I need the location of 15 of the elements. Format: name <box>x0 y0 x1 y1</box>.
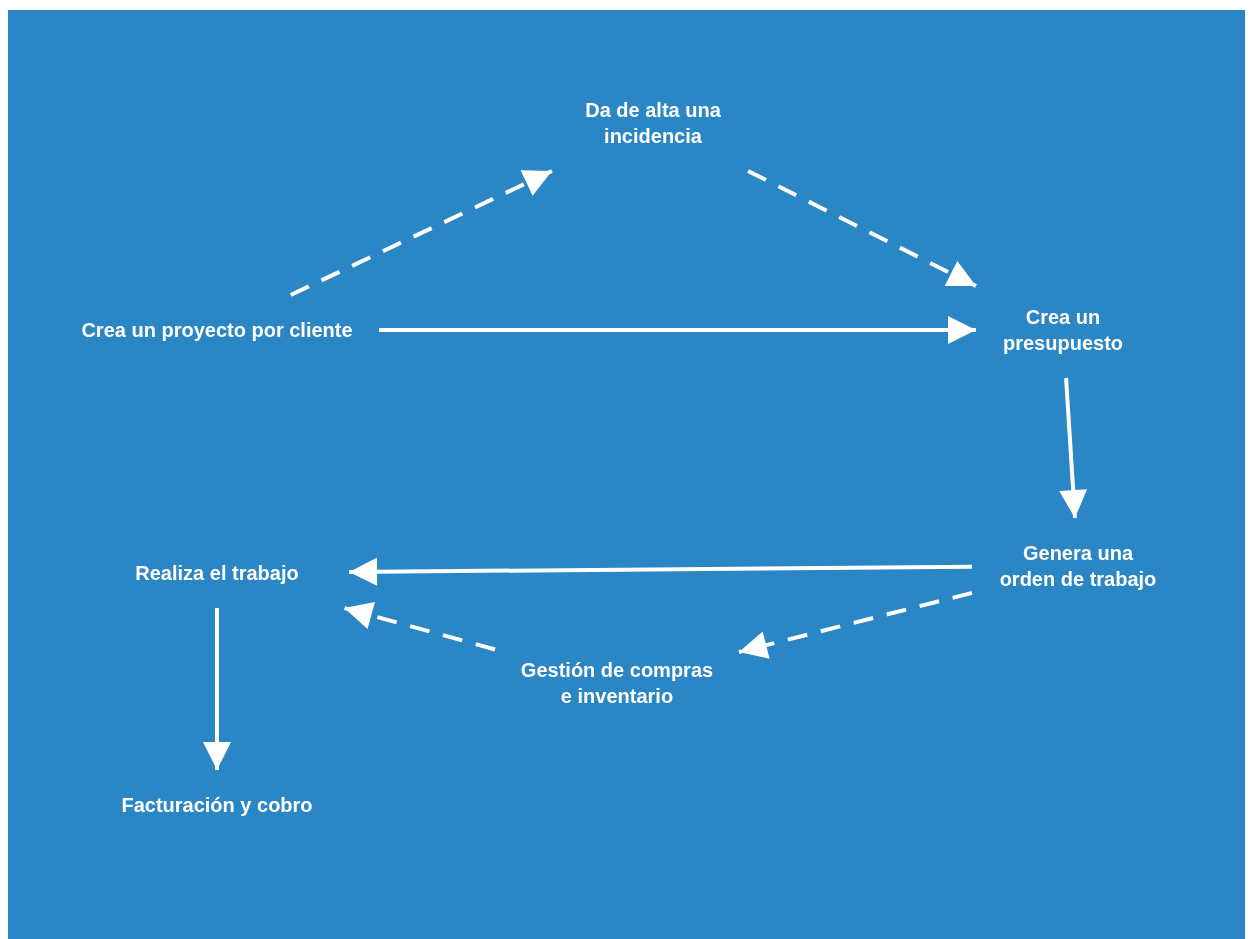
step-label: Genera una orden de trabajo <box>994 540 1162 592</box>
step-label: Crea un presupuesto <box>998 304 1128 356</box>
step-label: Realiza el trabajo <box>107 560 327 586</box>
arrow <box>349 557 972 586</box>
step-label: Crea un proyecto por cliente <box>77 317 357 343</box>
dashed-arrow <box>738 590 973 659</box>
step-label: Da de alta una incidencia <box>573 97 733 149</box>
arrow <box>379 316 976 344</box>
step-label: Gestión de compras e inventario <box>517 657 717 709</box>
dashed-arrow <box>747 169 977 288</box>
dashed-arrow <box>289 169 553 297</box>
arrow <box>203 608 231 770</box>
dashed-arrow <box>343 601 496 652</box>
arrow <box>1059 377 1088 519</box>
step-label: Facturación y cobro <box>92 792 342 818</box>
